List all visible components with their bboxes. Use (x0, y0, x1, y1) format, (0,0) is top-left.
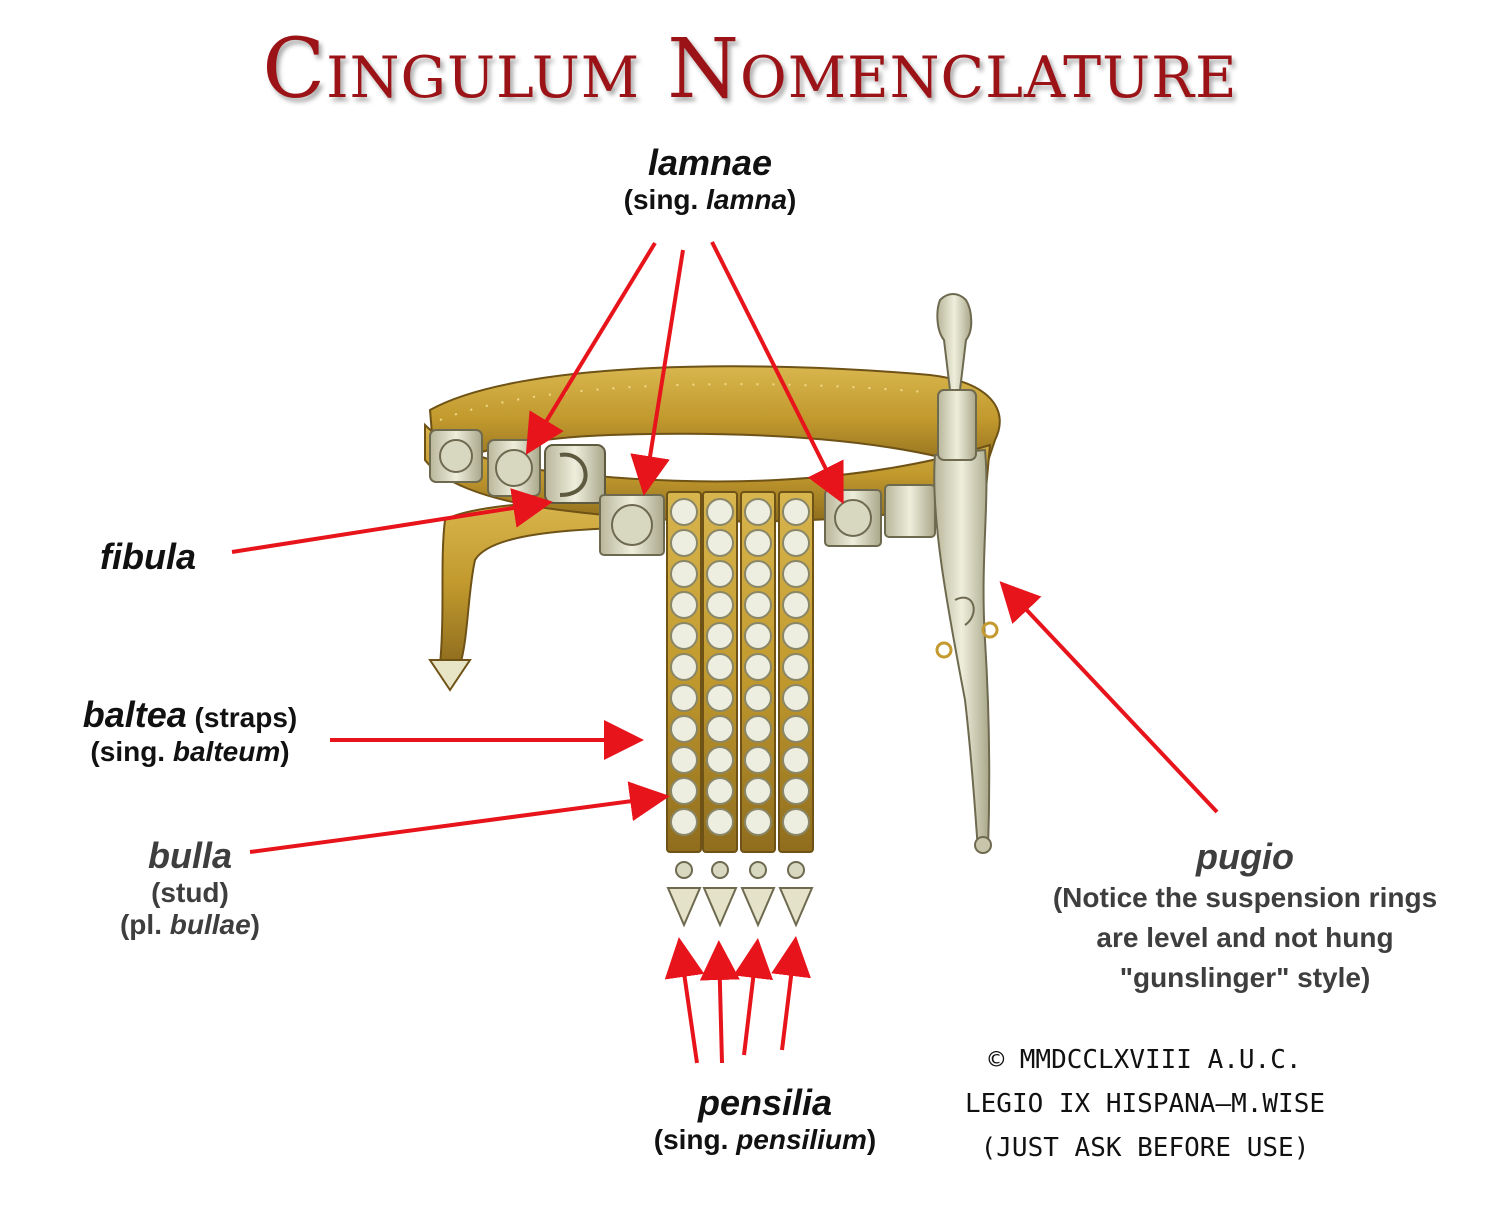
bulla-stud (706, 653, 734, 681)
bulla-stud (744, 777, 772, 805)
lamnae-singular: (sing. lamna) (623, 184, 797, 215)
balteum-strap (778, 491, 814, 928)
bulla-stud (670, 529, 698, 557)
bulla-stud (744, 498, 772, 526)
bulla-stud (744, 622, 772, 650)
lamnae-term: lamnae (647, 142, 773, 183)
bulla-stud (706, 560, 734, 588)
pointer-arrow (699, 940, 740, 1064)
copyright-line2: LEGIO IX HISPANA—M.WISE (964, 1089, 1326, 1119)
pugio-term: pugio (1196, 836, 1294, 877)
bulla-plural: (pl. bullae) (119, 909, 260, 940)
bulla-stud (670, 622, 698, 650)
bulla-stud (744, 653, 772, 681)
label-bulla: bulla (stud) (pl. bullae) (90, 835, 290, 941)
bulla-stud (744, 684, 772, 712)
bulla-stud (782, 777, 810, 805)
bulla-stud (706, 746, 734, 774)
bulla-stud (670, 746, 698, 774)
pointer-arrow (525, 241, 657, 455)
copyright-line1: © MMDCCLXVIII A.U.C. (988, 1045, 1302, 1075)
bulla-stud (744, 591, 772, 619)
pensilia-singular: (sing. pensilium) (653, 1124, 877, 1155)
bulla-stud (706, 777, 734, 805)
pointer-arrow (630, 249, 685, 496)
bulla-stud (670, 560, 698, 588)
label-baltea: baltea (straps) (sing. balteum) (55, 694, 325, 768)
pointer-arrow (664, 937, 705, 1064)
pugio-note-line3: "gunslinger" style) (1119, 962, 1371, 993)
bulla-stud (744, 808, 772, 836)
bulla-stud (706, 808, 734, 836)
balteum-strap (702, 491, 738, 928)
bulla-stud (782, 684, 810, 712)
bulla-stud (670, 653, 698, 681)
bulla-stud (782, 715, 810, 743)
pensilium-pendant (702, 887, 738, 928)
baltea-straps (666, 491, 814, 928)
bulla-stud (670, 684, 698, 712)
belt-front (424, 422, 992, 556)
balteum-strap (666, 491, 702, 928)
pensilium-pendant (778, 887, 814, 928)
pointer-arrow (771, 936, 811, 1051)
bulla-stud (706, 498, 734, 526)
pugio-note-line2: are level and not hung (1096, 922, 1394, 953)
bulla-stud (706, 715, 734, 743)
bulla-stud (782, 746, 810, 774)
bulla-stud (744, 715, 772, 743)
pointer-arrow (733, 938, 774, 1056)
label-pugio: pugio (Notice the suspension rings are l… (1005, 836, 1485, 998)
belt-tail (428, 498, 621, 692)
copyright-notice: © MMDCCLXVIII A.U.C. LEGIO IX HISPANA—M.… (930, 1038, 1360, 1170)
bulla-stud (782, 653, 810, 681)
bulla-term: bulla (147, 835, 232, 876)
bulla-stud (744, 529, 772, 557)
copyright-line3: (JUST ASK BEFORE USE) (980, 1133, 1310, 1163)
label-lamnae: lamnae (sing. lamna) (560, 142, 860, 216)
bulla-stud (782, 529, 810, 557)
pugio-dagger (933, 293, 999, 854)
bulla-stud (706, 591, 734, 619)
bulla-translation: (stud) (151, 877, 229, 908)
bulla-stud (744, 560, 772, 588)
baltea-line1: baltea (straps) (82, 694, 298, 735)
bulla-stud (782, 808, 810, 836)
bulla-stud (670, 808, 698, 836)
bulla-stud (706, 684, 734, 712)
pensilium-pendant (666, 887, 702, 928)
bulla-stud (706, 529, 734, 557)
pointer-arrow (231, 488, 553, 554)
label-arrows (231, 241, 1219, 1064)
page-title: Cingulum Nomenclature (262, 22, 1238, 117)
pointer-arrow (710, 241, 844, 505)
bulla-stud (706, 622, 734, 650)
pointer-arrow (249, 781, 670, 854)
pugio-note-line1: (Notice the suspension rings (1052, 882, 1438, 913)
bulla-stud (782, 622, 810, 650)
bulla-stud (782, 498, 810, 526)
balteum-strap (740, 491, 776, 928)
label-pensilia: pensilia (sing. pensilium) (590, 1082, 940, 1156)
bulla-stud (670, 591, 698, 619)
bulla-stud (670, 715, 698, 743)
pointer-arrow (999, 581, 1219, 814)
label-fibula: fibula (100, 536, 196, 577)
bulla-stud (782, 591, 810, 619)
baltea-singular: (sing. balteum) (90, 736, 290, 767)
bulla-stud (670, 777, 698, 805)
pensilium-pendant (740, 887, 776, 928)
bulla-stud (670, 498, 698, 526)
bulla-stud (782, 560, 810, 588)
pensilia-term: pensilia (697, 1082, 833, 1123)
bulla-stud (744, 746, 772, 774)
